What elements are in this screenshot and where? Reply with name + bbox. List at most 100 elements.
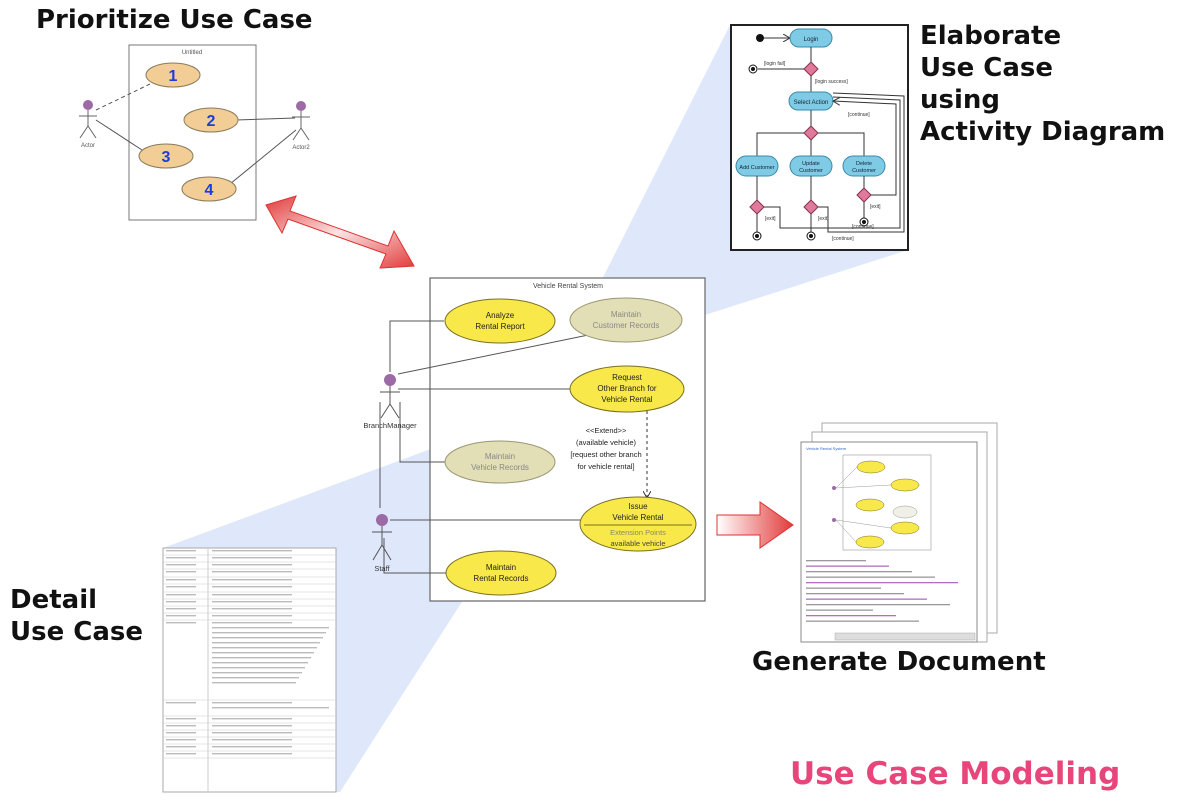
spec-text-line [212,637,323,639]
spec-label-line [166,753,196,755]
usecase-request-other-branch[interactable]: Request Other Branch for Vehicle Rental [569,365,685,413]
doc-text-line [806,615,896,617]
heading-prioritize-use-case: Prioritize Use Case [36,5,313,35]
spec-label-line [166,739,196,741]
spec-text-line [212,718,292,720]
doc-text-line [806,604,950,606]
actor-right-label: Actor2 [292,145,310,151]
actor-staff[interactable]: Staff [372,514,392,573]
heading-line: Elaborate [920,21,1062,51]
doc-usecase-marks [832,460,920,549]
spec-text-line [212,753,292,755]
extend-condition-2: for vehicle rental] [577,462,634,471]
heading-line: using [920,85,1001,115]
actor-right: Actor2 [292,101,310,151]
extend-stereotype: <<Extend>> [586,426,627,435]
spec-text-line [212,615,292,617]
spec-label-line [166,718,196,720]
priority-number: 2 [207,113,216,130]
usecase-analyze-rental-report[interactable]: Analyze Rental Report [444,298,556,344]
usecase-maintain-customer-records[interactable]: Maintain Customer Records [569,297,683,343]
spec-text-line [212,677,299,679]
spec-text-line [212,622,292,624]
spec-text-line [212,594,292,596]
activity-add-customer: Add Customer [735,155,779,177]
spec-text-line [212,601,292,603]
heading-generate-document: Generate Document [752,647,1046,677]
right-arrow-icon [716,501,794,549]
usecase-label-2: Vehicle Rental [612,513,663,522]
guard-exit: [exit] [870,204,881,210]
priority-number: 1 [169,68,178,85]
extend-point: (available vehicle) [576,438,637,447]
usecase-label: Maintain [611,310,641,319]
heading-line: Use Case [920,53,1054,83]
activity-update-label: Update [802,161,820,167]
priority-ellipse-4[interactable]: 4 [181,176,237,202]
usecase-label: Issue [628,502,648,511]
spec-text-line [212,702,292,704]
usecase-maintain-rental-records[interactable]: Maintain Rental Records [445,550,557,596]
guard-continue: [continue] [848,112,870,118]
spec-text-line [212,642,320,644]
spec-label-line [166,732,196,734]
spec-text-line [212,579,292,581]
usecase-label: Maintain [485,452,515,461]
actor-staff-label: Staff [374,564,390,573]
activity-delete-customer: Delete Customer [842,155,886,177]
spec-label-line [166,557,196,559]
usecase-issue-vehicle-rental[interactable]: Issue Vehicle Rental Extension Points av… [579,496,697,552]
usecase-label-2: Customer Records [593,321,660,330]
usecase-maintain-vehicle-records[interactable]: Maintain Vehicle Records [444,440,556,484]
guard-continue: [continue] [852,224,874,230]
doc-text-line [806,609,873,611]
heading-line: Use Case [10,617,144,647]
spec-text-line [212,667,305,669]
activity-delete-label-2: Customer [852,168,876,174]
activity-select-label: Select Action [794,100,829,106]
actor-left-label: Actor [81,143,95,149]
spec-text-line [212,662,308,664]
activity-delete-label: Delete [856,161,872,167]
spec-text-line [212,632,326,634]
usecase-label-2: Other Branch for [597,384,656,393]
spec-text-line [212,571,292,573]
priority-ellipse-3[interactable]: 3 [138,143,194,169]
detail-spec-document [162,547,337,793]
priority-ellipse-1[interactable]: 1 [145,62,201,88]
spec-text-line [212,564,292,566]
activity-select-action: Select Action [788,91,834,111]
spec-label-line [166,622,196,624]
heading-line: Activity Diagram [920,117,1166,147]
usecase-label-3: Vehicle Rental [601,395,652,404]
spec-text-line [212,652,314,654]
doc-text-line [806,593,904,595]
usecase-label: Maintain [486,563,516,572]
guard-login-success: [login success] [815,79,848,85]
doc-text-line [806,587,881,589]
guard-continue: [continue] [832,236,854,242]
double-arrow-icon [265,195,415,269]
spec-label-line [166,702,196,704]
heading-line: Detail [10,585,98,615]
spec-label-line [166,586,196,588]
guard-login-fail: [login fail] [764,61,786,67]
activity-update-customer: Update Customer [789,155,833,177]
spec-text-line [212,732,292,734]
spec-text-line [212,672,302,674]
generated-document-stack: Vehicle Rental System [800,422,998,643]
heading-elaborate-use-case: Elaborate Use Case using Activity Diagra… [920,20,1180,148]
extension-point-value: available vehicle [610,539,665,548]
spec-text-line [212,725,292,727]
spec-text-line [212,627,329,629]
spec-label-line [166,579,196,581]
priority-ellipse-2[interactable]: 2 [183,107,239,133]
spec-label-line [166,615,196,617]
extension-points-label: Extension Points [610,528,666,537]
usecase-label: Analyze [486,311,515,320]
activity-login-label: Login [804,37,819,43]
usecase-label-2: Rental Report [475,322,525,331]
guard-exit: [exit] [818,216,829,222]
heading-use-case-modeling: Use Case Modeling [790,756,1121,792]
actor-branch-manager[interactable]: BranchManager [363,374,417,430]
